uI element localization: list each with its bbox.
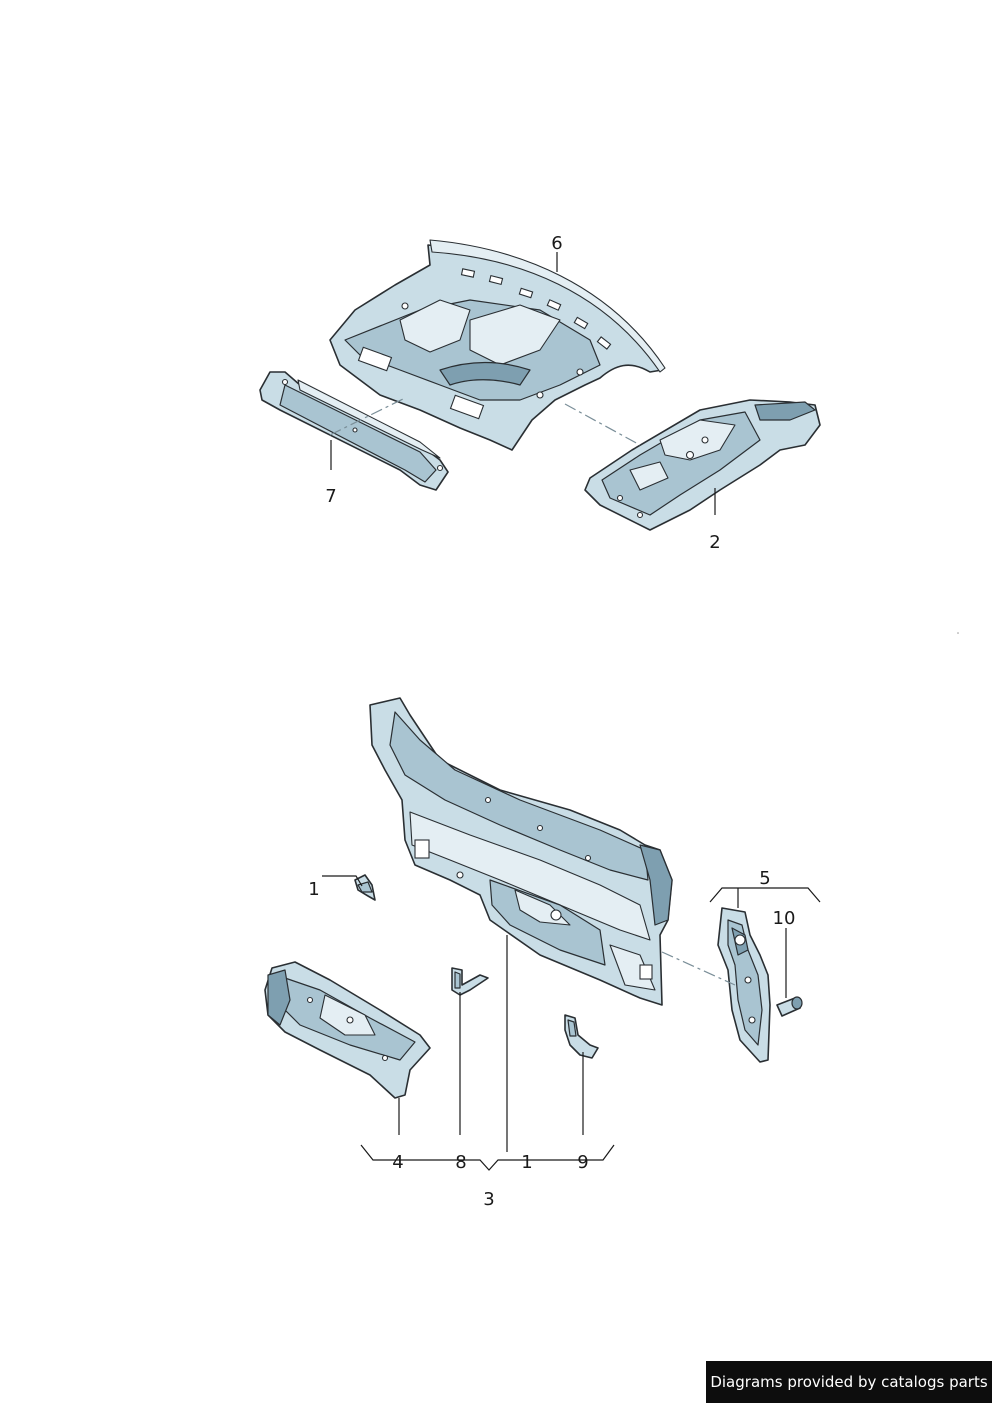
assembly-line-7-6 [329, 397, 406, 436]
label-6: 6 [551, 233, 562, 254]
bracket-3 [360, 1144, 615, 1171]
part-5-side-reinforcement [717, 907, 771, 1063]
label-7: 7 [325, 486, 336, 507]
leader-1a [322, 875, 363, 887]
credit-banner: Diagrams provided by catalogs parts [706, 1361, 992, 1403]
label-10: 10 [773, 908, 796, 929]
label-4: 4 [392, 1152, 403, 1173]
speck [957, 632, 959, 634]
part-9-bent-bracket [564, 1014, 599, 1059]
label-2: 2 [709, 532, 720, 553]
label-1-bottom: 1 [521, 1152, 532, 1173]
assembly-line-6-2 [564, 403, 641, 446]
label-1-left: 1 [308, 879, 319, 900]
label-3: 3 [483, 1189, 494, 1210]
part-7-cross-member [259, 371, 449, 491]
part-10-bolt [776, 996, 803, 1017]
assembly-line-1-5 [661, 951, 736, 986]
part-1-rear-panel [369, 697, 673, 1006]
label-8: 8 [455, 1152, 466, 1173]
part-6-floor-panel [329, 239, 666, 451]
label-5: 5 [759, 868, 770, 889]
part-8-l-bracket [451, 967, 489, 996]
label-9: 9 [577, 1152, 588, 1173]
part-4-side-bracket [264, 961, 431, 1099]
bracket-5 [709, 887, 821, 903]
part-2-side-member [584, 399, 821, 531]
